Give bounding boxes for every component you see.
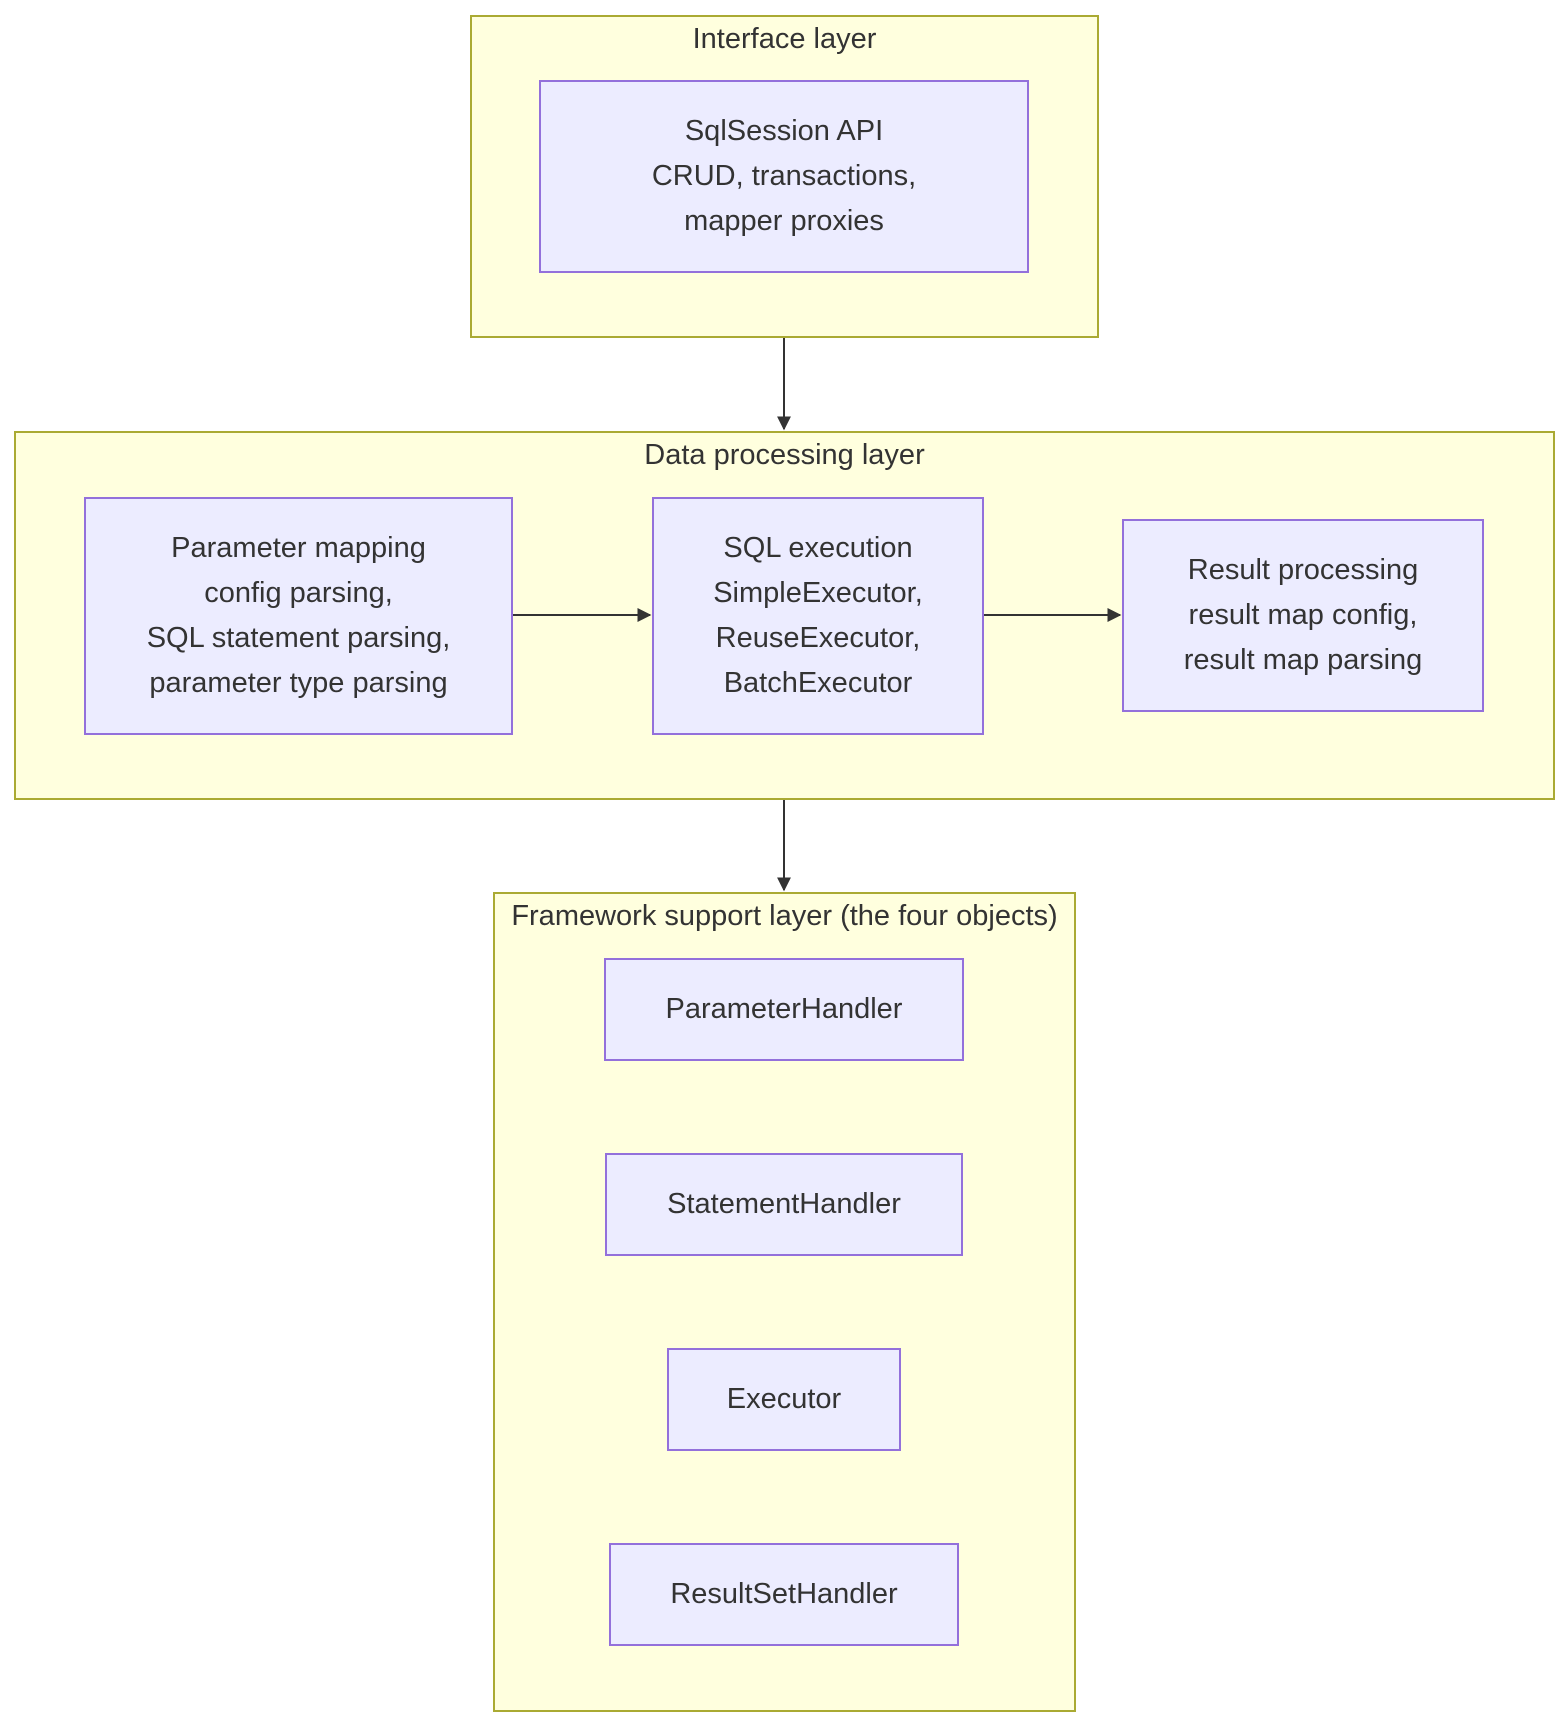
sql-execution-node: SQL execution SimpleExecutor, ReuseExecu… xyxy=(652,497,984,735)
node-text-line: Result processing xyxy=(1187,554,1419,586)
node-text-line: parameter type parsing xyxy=(149,667,448,699)
node-text-line: SQL execution xyxy=(723,532,913,564)
node-text-line: ParameterHandler xyxy=(665,993,903,1025)
node-text-line: ReuseExecutor, xyxy=(715,622,921,654)
result-processing-node: Result processing result map config, res… xyxy=(1122,519,1484,712)
executor-node: Executor xyxy=(667,1348,901,1451)
sqlsession-api-node: SqlSession API CRUD, transactions, mappe… xyxy=(539,80,1029,273)
statement-handler-node: StatementHandler xyxy=(605,1153,963,1256)
node-text-line: BatchExecutor xyxy=(723,667,913,699)
node-text-line: result map parsing xyxy=(1183,644,1423,676)
node-text-line: config parsing, xyxy=(204,577,393,609)
node-text-line: CRUD, transactions, xyxy=(651,160,917,192)
result-set-handler-node: ResultSetHandler xyxy=(609,1543,959,1646)
node-text-line: SqlSession API xyxy=(684,115,884,147)
interface-layer-title: Interface layer xyxy=(692,23,877,55)
data-processing-layer-title: Data processing layer xyxy=(644,439,925,471)
node-text-line: mapper proxies xyxy=(684,205,884,237)
node-text-line: Parameter mapping xyxy=(171,532,426,564)
parameter-handler-node: ParameterHandler xyxy=(604,958,964,1061)
node-text-line: result map config, xyxy=(1188,599,1418,631)
node-text-line: SimpleExecutor, xyxy=(713,577,923,609)
node-text-line: SQL statement parsing, xyxy=(146,622,451,654)
framework-support-layer-title: Framework support layer (the four object… xyxy=(511,900,1058,932)
node-text-line: Executor xyxy=(726,1383,842,1415)
node-text-line: StatementHandler xyxy=(667,1188,901,1220)
node-text-line: ResultSetHandler xyxy=(670,1578,898,1610)
parameter-mapping-node: Parameter mapping config parsing, SQL st… xyxy=(84,497,513,735)
